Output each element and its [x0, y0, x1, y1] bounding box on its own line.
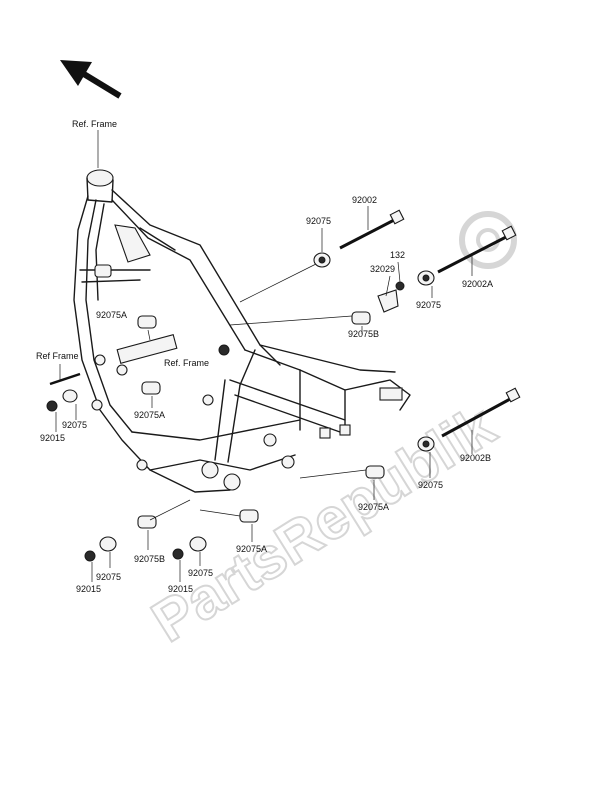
- bolt-92002A: [437, 225, 517, 274]
- collar-92075-bottom-mid: [189, 536, 207, 552]
- collar-92075-top: [313, 252, 331, 268]
- label-92075A-lower-right: 92075A: [358, 502, 389, 512]
- label-92002B: 92002B: [460, 453, 491, 463]
- label-92075-top: 92075: [306, 216, 331, 226]
- arrow-up-left-icon: [60, 60, 122, 99]
- bolt-left: [49, 372, 81, 386]
- nut-92015-bottom-left: [84, 550, 96, 562]
- bolt-92002B: [441, 387, 521, 438]
- bolt-92002: [339, 209, 405, 250]
- label-92015-bottom-mid: 92015: [168, 584, 193, 594]
- spacer-92075B-bottom: [137, 515, 157, 529]
- label-92075-lower-right: 92075: [418, 480, 443, 490]
- gear-icon: [459, 211, 517, 269]
- part-labels: Ref. Frame 92002 92075 132 32029 92002A …: [36, 119, 493, 594]
- label-92002: 92002: [352, 195, 377, 205]
- collar-92075-lower-right: [417, 436, 435, 452]
- label-ref-frame-left: Ref Frame: [36, 351, 79, 361]
- label-ref-frame-mid: Ref. Frame: [164, 358, 209, 368]
- label-92075-bottom-mid: 92075: [188, 568, 213, 578]
- label-32029: 32029: [370, 264, 395, 274]
- nut-92015-left: [46, 400, 58, 412]
- bracket-32029: [377, 289, 399, 313]
- label-92075B-bottom: 92075B: [134, 554, 165, 564]
- collar-92075-left: [62, 389, 78, 403]
- label-132: 132: [390, 250, 405, 260]
- spacer-92075A-upper-left: [137, 315, 157, 329]
- motorcycle-frame: [73, 169, 411, 493]
- label-92075-left: 92075: [62, 420, 87, 430]
- nut-92015-bottom-mid: [172, 548, 184, 560]
- collar-92075-right: [417, 270, 435, 286]
- label-92015-bottom-left: 92015: [76, 584, 101, 594]
- leader-lines: [55, 130, 473, 582]
- label-92015-left: 92015: [40, 433, 65, 443]
- label-92075B-right: 92075B: [348, 329, 379, 339]
- spacer-92075B-right: [351, 311, 371, 325]
- spacer-92075A-lower-right: [365, 465, 385, 479]
- spacer-92075A-bottom: [239, 509, 259, 523]
- label-92075A-upper: 92075A: [96, 310, 127, 320]
- label-92075-right: 92075: [416, 300, 441, 310]
- label-92075A-bottom: 92075A: [236, 544, 267, 554]
- spacer-92075A-mid-left: [141, 381, 161, 395]
- label-92002A: 92002A: [462, 279, 493, 289]
- label-92075A-mid: 92075A: [134, 410, 165, 420]
- parts: [46, 209, 521, 562]
- label-ref-frame-top: Ref. Frame: [72, 119, 117, 129]
- collar-92075-bottom-left: [99, 536, 117, 552]
- bolt-132: [395, 281, 405, 291]
- label-92075-bottom-left: 92075: [96, 572, 121, 582]
